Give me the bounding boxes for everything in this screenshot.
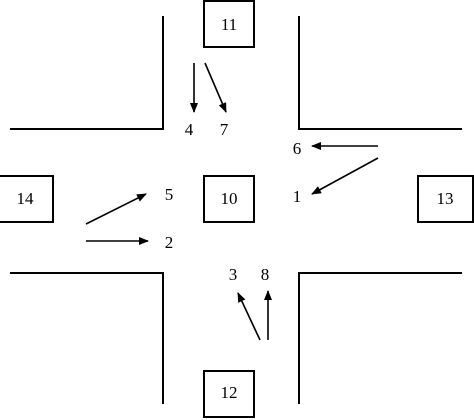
movement-label-1: 1 bbox=[293, 187, 302, 206]
movement-label-3: 3 bbox=[229, 265, 238, 284]
zone-north-label: 11 bbox=[221, 15, 237, 34]
zone-center: 10 bbox=[203, 175, 255, 223]
zone-west: 14 bbox=[0, 175, 54, 223]
movement-arrow-3 bbox=[237, 292, 261, 341]
road-edge-northwest bbox=[10, 16, 164, 130]
zone-center-label: 10 bbox=[221, 189, 238, 208]
movement-label-8: 8 bbox=[261, 265, 270, 284]
movement-arrow-1 bbox=[311, 157, 379, 195]
zone-north: 11 bbox=[203, 0, 255, 48]
zone-east-label: 13 bbox=[437, 189, 454, 208]
movement-arrow-7 bbox=[204, 62, 227, 113]
movement-label-2: 2 bbox=[165, 233, 174, 252]
zone-east: 13 bbox=[417, 175, 474, 223]
road-edge-southeast bbox=[298, 272, 462, 404]
zone-south: 12 bbox=[203, 370, 255, 418]
road-edge-northeast bbox=[298, 16, 462, 130]
movement-label-5: 5 bbox=[165, 185, 174, 204]
movement-label-6: 6 bbox=[293, 139, 302, 158]
movement-label-7: 7 bbox=[220, 120, 229, 139]
zone-west-label: 14 bbox=[17, 189, 35, 208]
road-edge-southwest bbox=[10, 272, 164, 404]
zone-south-label: 12 bbox=[221, 383, 238, 402]
movement-arrow-5 bbox=[85, 193, 147, 225]
movement-label-4: 4 bbox=[185, 120, 194, 139]
